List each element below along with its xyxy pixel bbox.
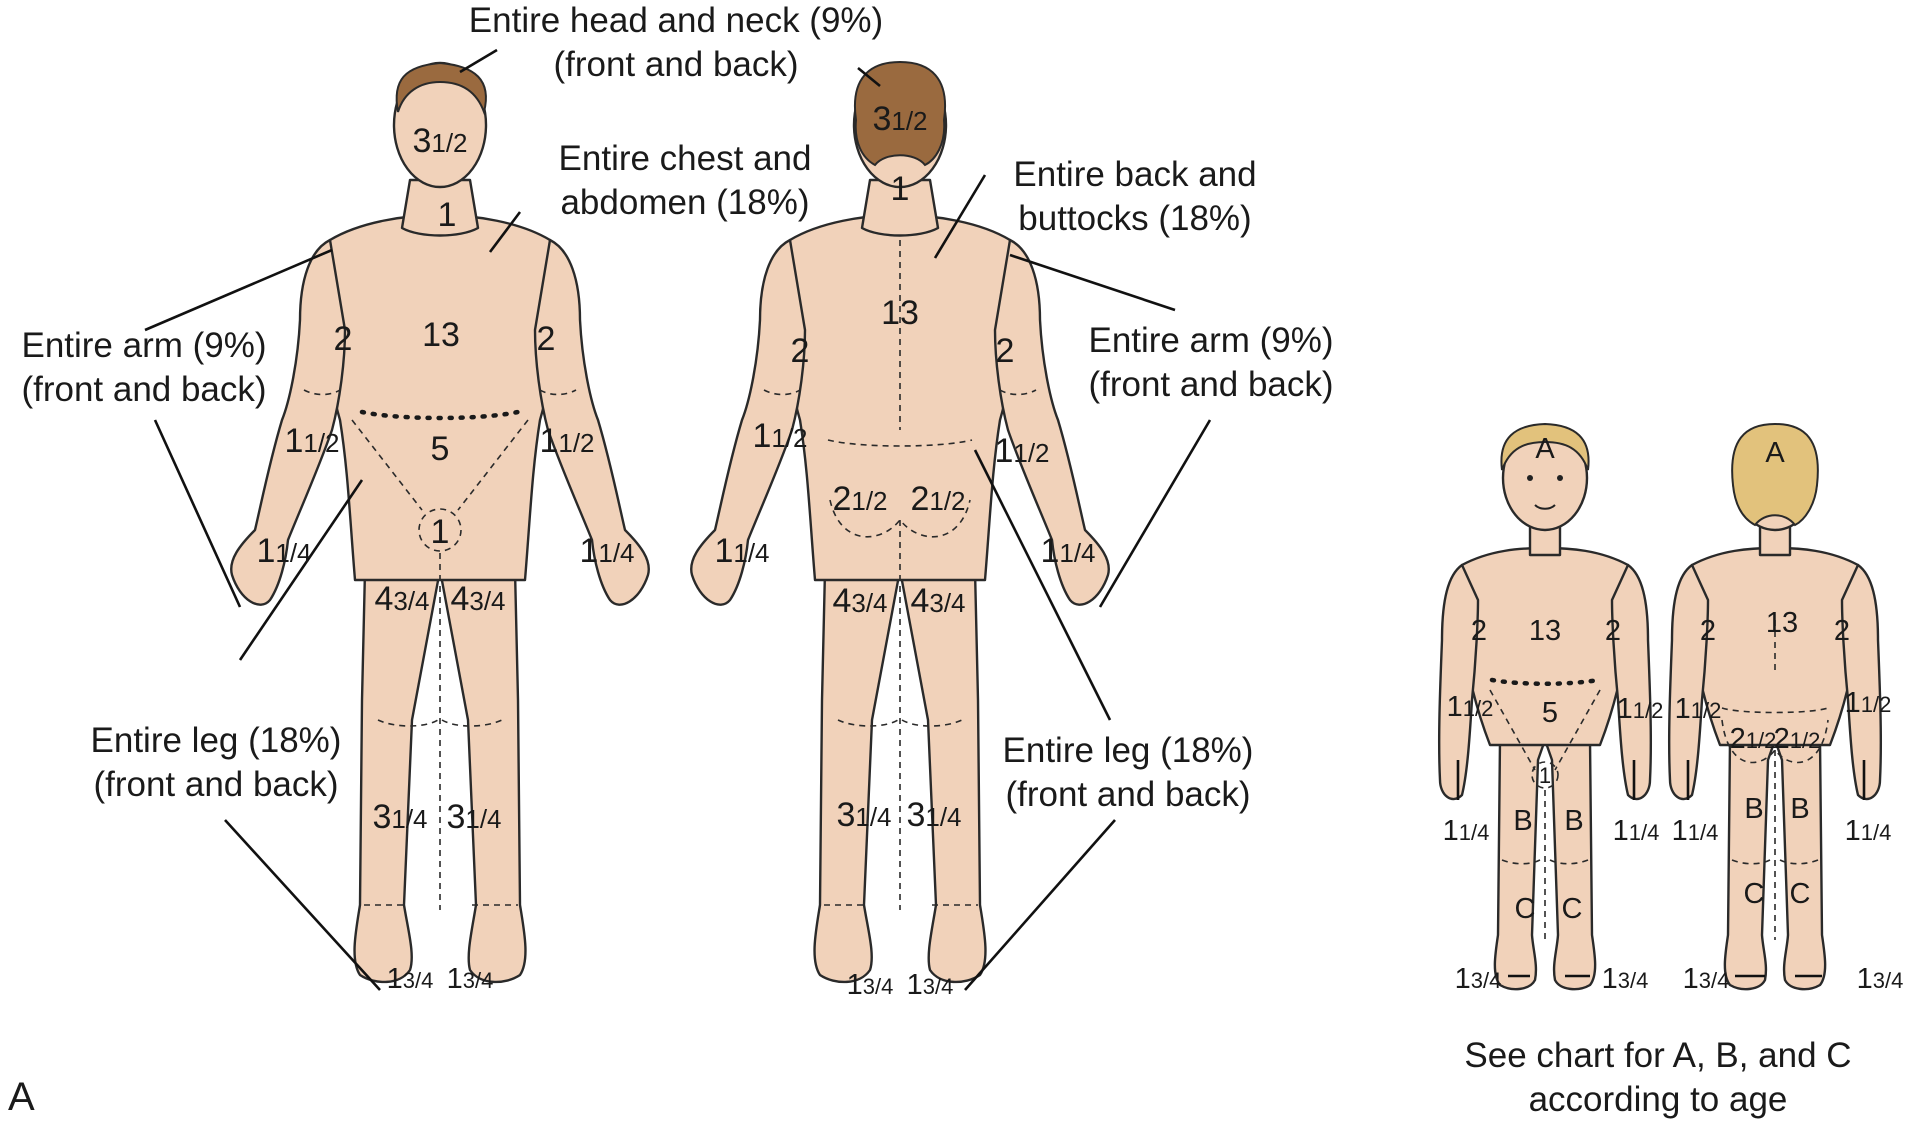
cf-foot-right: 13/4 xyxy=(1602,963,1649,995)
ab-head: 31/2 xyxy=(872,100,927,138)
af-neck: 1 xyxy=(438,196,457,234)
cf-thigh-right: B xyxy=(1564,805,1583,837)
cb-buttock-left: 21/2 xyxy=(1730,723,1777,755)
ab-hand-right: 11/4 xyxy=(1040,532,1095,570)
af-foot-left: 13/4 xyxy=(387,963,434,995)
cb-forearm-right: 11/2 xyxy=(1845,687,1892,719)
af-upper-arm-left: 2 xyxy=(334,320,353,358)
child-back-figure xyxy=(1667,422,1883,991)
af-hand-right: 11/4 xyxy=(579,532,634,570)
label-front-leg: Entire leg (18%) xyxy=(91,721,342,760)
cf-genitals: 1 xyxy=(1539,763,1551,788)
af-lower-leg-left: 31/4 xyxy=(372,798,427,836)
cf-upper-arm-right: 2 xyxy=(1605,615,1621,647)
cf-chest: 13 xyxy=(1529,615,1561,647)
label-back-2: buttocks (18%) xyxy=(1018,199,1251,238)
cb-lower-leg-left: C xyxy=(1744,878,1765,910)
ab-hand-left: 11/4 xyxy=(714,532,769,570)
cf-lower-leg-left: C xyxy=(1515,893,1536,925)
af-thigh-right: 43/4 xyxy=(450,580,505,618)
label-back-leg-2: (front and back) xyxy=(1005,775,1250,814)
cf-lower-leg-right: C xyxy=(1562,893,1583,925)
af-upper-arm-right: 2 xyxy=(537,320,556,358)
label-head-neck: Entire head and neck (9%) xyxy=(469,1,883,40)
label-head-neck-2: (front and back) xyxy=(553,45,798,84)
cf-upper-arm-left: 2 xyxy=(1471,615,1487,647)
af-genitals: 1 xyxy=(431,513,450,551)
af-thigh-left: 43/4 xyxy=(374,580,429,618)
af-head: 31/2 xyxy=(412,122,467,160)
cf-hand-left: 11/4 xyxy=(1443,815,1490,847)
ab-neck: 1 xyxy=(891,170,910,208)
child-caption-line1: See chart for A, B, and C xyxy=(1464,1036,1851,1075)
ab-foot-right: 13/4 xyxy=(907,969,954,1001)
af-forearm-left: 11/2 xyxy=(284,422,339,460)
label-chest-2: abdomen (18%) xyxy=(560,183,809,222)
ab-upper-arm-right: 2 xyxy=(996,332,1015,370)
cf-foot-left: 13/4 xyxy=(1455,963,1502,995)
label-front-leg-2: (front and back) xyxy=(93,765,338,804)
child-caption-line2: according to age xyxy=(1529,1080,1788,1119)
cb-upper-arm-left: 2 xyxy=(1700,615,1716,647)
cb-thigh-right: B xyxy=(1790,793,1809,825)
label-back-arm: Entire arm (9%) xyxy=(1088,321,1333,360)
cf-abdomen: 5 xyxy=(1542,697,1558,729)
percent-values: 31/2 1 13 2 2 5 1 11/2 11/2 11/4 11/4 43… xyxy=(256,100,1903,1001)
label-front-arm: Entire arm (9%) xyxy=(21,326,266,365)
cb-forearm-left: 11/2 xyxy=(1675,693,1722,725)
leader-lines xyxy=(144,48,1866,991)
cb-thigh-left: B xyxy=(1744,793,1763,825)
cb-back: 13 xyxy=(1766,607,1798,639)
cf-head: A xyxy=(1535,433,1555,465)
af-foot-right: 13/4 xyxy=(447,963,494,995)
region-labels: Entire head and neck (9%) (front and bac… xyxy=(8,1,1852,1119)
cf-forearm-left: 11/2 xyxy=(1447,691,1494,723)
label-back-arm-2: (front and back) xyxy=(1088,365,1333,404)
label-back-leg: Entire leg (18%) xyxy=(1003,731,1254,770)
ab-buttock-left: 21/2 xyxy=(832,480,887,518)
af-hand-left: 11/4 xyxy=(256,532,311,570)
adult-front-figure xyxy=(230,61,650,984)
af-chest: 13 xyxy=(422,316,460,354)
ab-buttock-right: 21/2 xyxy=(910,480,965,518)
cb-foot-left: 13/4 xyxy=(1683,963,1730,995)
cb-hand-right: 11/4 xyxy=(1845,815,1892,847)
label-back: Entire back and xyxy=(1013,155,1256,194)
ab-back: 13 xyxy=(881,294,919,332)
ab-upper-arm-left: 2 xyxy=(791,332,810,370)
af-abdomen: 5 xyxy=(431,430,450,468)
cf-hand-right: 11/4 xyxy=(1613,815,1660,847)
ab-thigh-left: 43/4 xyxy=(832,582,887,620)
cf-thigh-left: B xyxy=(1513,805,1532,837)
cb-head: A xyxy=(1765,437,1785,469)
cb-foot-right: 13/4 xyxy=(1857,963,1904,995)
cb-hand-left: 11/4 xyxy=(1672,815,1719,847)
ab-forearm-left: 11/2 xyxy=(752,417,807,455)
ab-foot-left: 13/4 xyxy=(847,969,894,1001)
af-forearm-right: 11/2 xyxy=(539,422,594,460)
ab-forearm-right: 11/2 xyxy=(994,432,1049,470)
ab-lower-leg-left: 31/4 xyxy=(836,796,891,834)
label-front-arm-2: (front and back) xyxy=(21,370,266,409)
cf-forearm-right: 11/2 xyxy=(1617,693,1664,725)
cb-buttock-right: 21/2 xyxy=(1774,723,1821,755)
cb-upper-arm-right: 2 xyxy=(1834,615,1850,647)
adult-back-figure xyxy=(690,60,1110,984)
cb-lower-leg-right: C xyxy=(1790,878,1811,910)
ab-lower-leg-right: 31/4 xyxy=(906,796,961,834)
child-front-figure xyxy=(1437,422,1653,991)
label-chest: Entire chest and xyxy=(559,139,812,178)
af-lower-leg-right: 31/4 xyxy=(446,798,501,836)
ab-thigh-right: 43/4 xyxy=(910,582,965,620)
figure-letter: A xyxy=(8,1075,35,1119)
